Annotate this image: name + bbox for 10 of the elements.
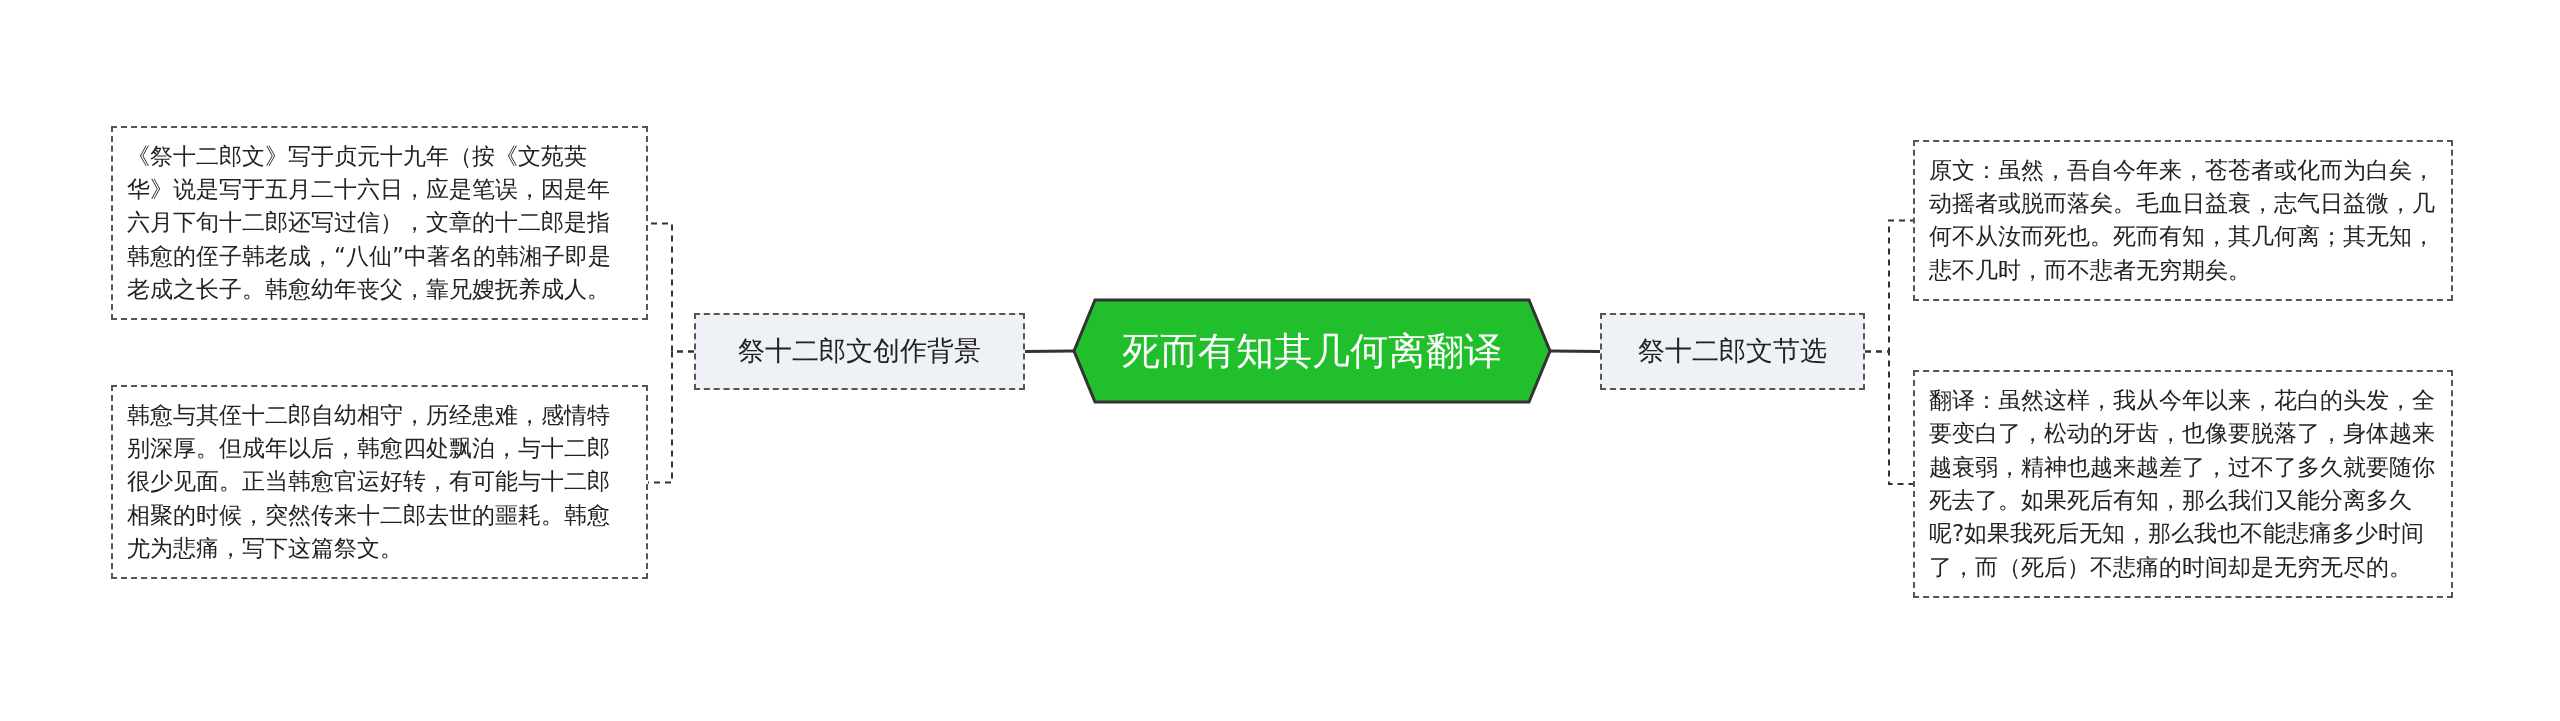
note-box: 《祭十二郎文》写于贞元十九年（按《文苑英华》说是写于五月二十六日，应是笔误，因是年六月下旬十二郎还写过信），文章的十二郎是指韩愈的侄子韩老成，“八仙”中著名的韩湘子即是老成之长子。韩愈幼年丧父，靠兄嫂抚养成人。 <box>111 125 648 321</box>
central-topic-hexagon: 死而有知其几何离翻译 <box>1073 299 1551 403</box>
connector-line <box>1551 349 1600 353</box>
topic-box: 祭十二郎文创作背景 <box>694 312 1025 390</box>
connector-line <box>1864 350 1914 485</box>
note-box: 原文：虽然，吾自今年来，苍苍者或化而为白矣，动摇者或脱而落矣。毛血日益衰，志气日益微，几何不从汝而死也。死而有知，其几何离；其无知，悲不几时，而不悲者无穷期矣。 <box>1913 139 2453 301</box>
topic-box: 祭十二郎文节选 <box>1600 312 1865 390</box>
connector-line <box>1025 349 1073 353</box>
note-box: 翻译：虽然这样，我从今年以来，花白的头发，全要变白了，松动的牙齿，也像要脱落了，身体越来越衰弱，精神也越来越差了，过不了多久就要随你死去了。如果死后有知，那么我们又能分离多久呢?如果我死后无知，那么我也不能悲痛多少时间了，而（死后）不悲痛的时间却是无穷无尽的。 <box>1913 370 2453 599</box>
note-box: 韩愈与其侄十二郎自幼相守，历经患难，感情特别深厚。但成年以后，韩愈四处飘泊，与十二郎很少见面。正当韩愈官运好转，有可能与十二郎相聚的时候，突然传来十二郎去世的噩耗。韩愈尤为悲痛，写下这篇祭文。 <box>111 384 648 580</box>
